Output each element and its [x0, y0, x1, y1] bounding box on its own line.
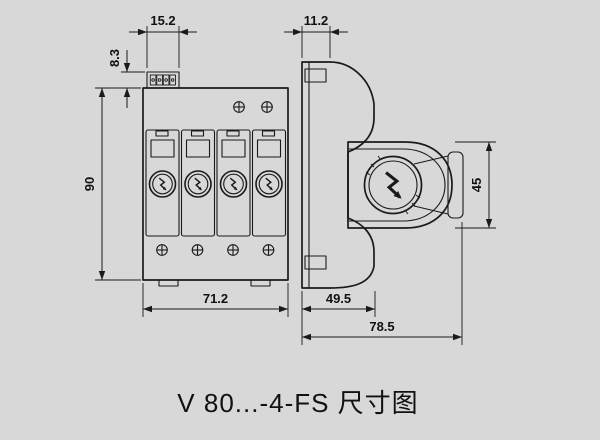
bottom-screw-icon — [156, 244, 168, 256]
bottom-screw-icon — [191, 244, 204, 256]
din-clip-top — [304, 68, 327, 83]
fs-bracket — [447, 151, 464, 219]
dim-terminal-height: 8.3 — [107, 49, 145, 108]
dim-label-height: 90 — [82, 177, 97, 191]
dim-rail-top-offset: 11.2 — [284, 13, 348, 58]
dim-width: 71.2 — [142, 283, 289, 317]
flash-icon — [384, 171, 404, 201]
dim-side-module-height: 45 — [455, 141, 496, 229]
device-body-outline — [142, 87, 289, 281]
protection-module — [180, 129, 216, 237]
fs-module-inner-line — [348, 148, 446, 222]
dim-height: 90 — [82, 87, 141, 281]
front-view — [142, 71, 289, 287]
din-clip-bottom — [304, 255, 327, 270]
dim-label-terminal-width: 15.2 — [150, 13, 175, 28]
fs-module-capsule — [347, 141, 453, 229]
bottom-foot — [250, 279, 271, 287]
protection-module — [251, 129, 287, 237]
protection-module — [216, 129, 251, 237]
module-test-window-icon — [221, 171, 247, 197]
bottom-screw-icon — [262, 244, 275, 256]
module-test-window-icon — [150, 171, 176, 197]
dim-terminal-width: 15.2 — [129, 13, 197, 68]
dim-label-base-depth: 49.5 — [326, 291, 351, 306]
dim-label-total-depth: 78.5 — [369, 319, 394, 334]
bottom-screw-icon — [227, 244, 239, 256]
dim-base-depth: 49.5 — [301, 291, 376, 345]
fs-arm-bottom — [413, 205, 449, 215]
module-test-window-icon — [185, 171, 211, 197]
side-test-window — [363, 155, 423, 215]
bottom-foot — [158, 279, 179, 287]
fs-arm-top — [413, 155, 449, 165]
side-view — [301, 61, 464, 289]
top-terminal-block — [146, 71, 180, 89]
dim-label-side-module-height: 45 — [469, 178, 484, 192]
dim-label-terminal-height: 8.3 — [107, 49, 122, 67]
dim-label-rail-top-offset: 11.2 — [304, 13, 329, 28]
top-screw-icon — [261, 101, 273, 113]
module-test-window-icon — [256, 171, 282, 197]
side-profile-outline — [301, 61, 375, 289]
top-screw-icon — [233, 101, 245, 113]
dim-label-width: 71.2 — [203, 291, 228, 306]
dim-total-depth: 78.5 — [302, 222, 463, 345]
drawing-title: V 80...-4-FS 尺寸图 — [177, 388, 418, 418]
protection-module — [145, 129, 180, 237]
